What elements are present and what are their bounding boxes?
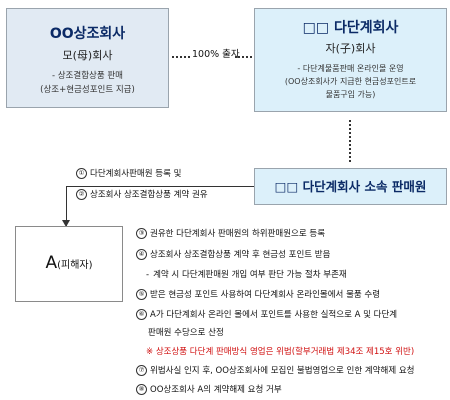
- step-number: ⑥: [136, 309, 147, 320]
- parent-company-desc: - 상조결합상품 판매 (상조+현금성포인트 지급): [7, 69, 168, 97]
- step-text: 상조회사 상조결합상품 계약 권유: [90, 190, 208, 200]
- step-text: 받은 현금성 포인트 사용하여 다단계회사 온라인몰에서 물품 수령: [150, 290, 381, 300]
- step-number: ⑧: [136, 384, 147, 395]
- sales-agent-box: □□ 다단계회사 소속 판매원: [254, 168, 447, 205]
- connector-vertical: [66, 186, 67, 226]
- subsidiary-box: □□ 다단계회사 자(子)회사 - 다단계물품판매 온라인몰 운영 (OO상조회…: [254, 8, 447, 112]
- step-number: ④: [136, 249, 147, 260]
- investment-link-right: [235, 56, 252, 58]
- step-number: ⑤: [136, 289, 147, 300]
- victim-label: A(피해자): [16, 253, 122, 273]
- arrow-down-icon: [62, 220, 70, 227]
- parent-desc-line: - 상조결합상품 판매: [51, 71, 124, 81]
- step-text: 위법사실 인지 후, OO상조회사에 모집인 불법영업으로 인한 계약해제 요청: [150, 366, 415, 376]
- step-number: ①: [76, 168, 87, 179]
- parent-company-box: OO상조회사 모(母)회사 - 상조결합상품 판매 (상조+현금성포인트 지급): [6, 8, 169, 108]
- step-text: 권유한 다단계회사 판매원의 하위판매원으로 등록: [150, 229, 326, 239]
- victim-suffix: (피해자): [57, 260, 93, 271]
- warning-mark: ※: [146, 347, 154, 357]
- step-text: 판매원 수당으로 산정: [148, 328, 224, 338]
- step-6-cont: 판매원 수당으로 산정: [148, 326, 224, 338]
- subsidiary-desc-line: 물품구입 가능): [325, 90, 376, 99]
- step-number: ③: [136, 228, 147, 239]
- connector-horizontal: [66, 186, 254, 187]
- subsidiary-desc: - 다단계물품판매 온라인몰 운영 (OO상조회사가 지급한 현금성포인트로 물…: [255, 62, 446, 101]
- parent-desc-line: (상조+현금성포인트 지급): [40, 85, 135, 95]
- parent-company-name: OO상조회사: [49, 26, 126, 42]
- step-text: OO상조회사 A의 계약해제 요청 거부: [150, 385, 282, 395]
- step-4-note: -계약 시 다단계판매원 개입 여부 판단 가능 절차 부존재: [146, 268, 347, 280]
- victim-name: A: [45, 253, 58, 273]
- subsidiary-role: 자(子)회사: [325, 42, 376, 55]
- step-text: 다단계회사판매원 등록 및: [90, 169, 182, 179]
- step-number: ②: [76, 189, 87, 200]
- note-dash: -: [146, 270, 150, 280]
- subsidiary-desc-line: (OO상조회사가 지급한 현금성포인트로: [284, 77, 417, 86]
- affiliation-link: [349, 120, 351, 162]
- investment-link-left: [172, 56, 190, 58]
- step-text: 상조회사 상조결합상품 계약 후 현금성 포인트 받음: [150, 250, 331, 260]
- subsidiary-desc-line: - 다단계물품판매 온라인몰 운영: [297, 64, 404, 73]
- step-number: ⑦: [136, 365, 147, 376]
- warning-note: ※ 상조상품 다단계 판매방식 영업은 위법(할부거래법 제34조 제15호 위…: [146, 345, 414, 357]
- warning-text: 상조상품 다단계 판매방식 영업은 위법(할부거래법 제34조 제15호 위반): [155, 347, 415, 357]
- sales-agent-name: □□ 다단계회사 소속 판매원: [274, 179, 427, 194]
- victim-box: A(피해자): [15, 226, 123, 302]
- parent-company-role: 모(母)회사: [62, 49, 113, 62]
- step-text: A가 다단계회사 온라인 몰에서 포인트를 사용한 실적으로 A 및 다단계: [150, 310, 398, 320]
- step-text: 계약 시 다단계판매원 개입 여부 판단 가능 절차 부존재: [153, 270, 347, 280]
- investment-label: 100% 출자: [192, 49, 240, 60]
- subsidiary-name: □□ 다단계회사: [302, 20, 399, 36]
